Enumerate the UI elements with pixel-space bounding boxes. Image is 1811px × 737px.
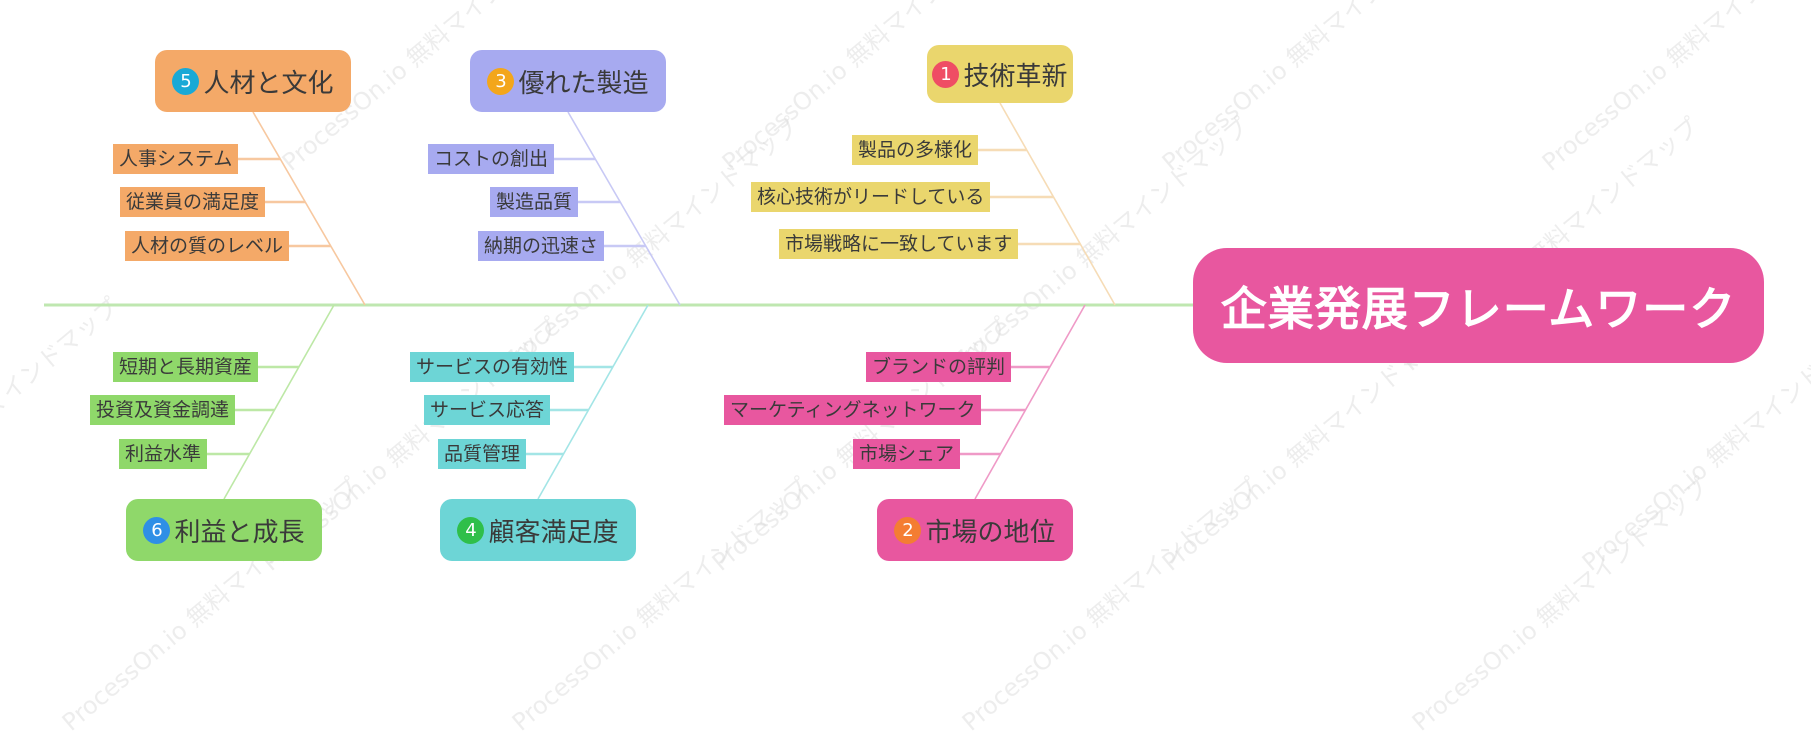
category-node-1[interactable]: 1 技術革新 (927, 45, 1073, 103)
category-node-4[interactable]: 4 顧客満足度 (440, 499, 636, 561)
sub-item-5-1[interactable]: 人事システム (113, 144, 239, 174)
head-node[interactable]: 企業発展フレームワーク (1193, 248, 1764, 363)
bone-line-3 (567, 111, 681, 306)
bone-line-4 (537, 304, 649, 500)
sub-item-5-2[interactable]: 従業員の満足度 (120, 187, 266, 217)
connector-lines (44, 102, 1195, 500)
sub-item-1-2[interactable]: 核心技術がリードしている (751, 182, 991, 212)
category-node-6[interactable]: 6 利益と成長 (126, 499, 322, 561)
badge-number-4: 4 (457, 516, 485, 544)
badge-number-3: 3 (487, 67, 515, 95)
sub-item-5-3[interactable]: 人材の質のレベル (125, 231, 290, 261)
bone-line-1 (999, 102, 1116, 306)
sub-item-4-1[interactable]: サービスの有効性 (410, 352, 575, 382)
sub-item-2-3[interactable]: 市場シェア (853, 439, 961, 469)
category-label-6: 利益と成長 (174, 517, 305, 548)
badge-number-6: 6 (143, 516, 171, 544)
sub-item-6-1[interactable]: 短期と長期資産 (113, 352, 259, 382)
sub-item-6-2[interactable]: 投資及資金調達 (90, 395, 236, 425)
category-label-4: 顧客満足度 (488, 517, 619, 548)
category-node-3[interactable]: 3 優れた製造 (470, 50, 666, 112)
badge-number-5: 5 (172, 67, 200, 95)
badge-number-2: 2 (894, 516, 922, 544)
badge-number-1: 1 (932, 60, 960, 88)
category-label-1: 技術革新 (963, 61, 1068, 92)
category-label-2: 市場の地位 (925, 517, 1056, 548)
bone-line-2 (974, 304, 1086, 500)
sub-item-6-3[interactable]: 利益水準 (119, 439, 208, 469)
category-label-3: 優れた製造 (518, 68, 649, 99)
bone-line-5 (252, 111, 366, 306)
sub-item-1-1[interactable]: 製品の多様化 (852, 135, 979, 165)
sub-item-3-3[interactable]: 納期の迅速さ (478, 231, 605, 261)
sub-item-1-3[interactable]: 市場戦略に一致しています (779, 229, 1019, 259)
sub-item-2-2[interactable]: マーケティングネットワーク (724, 395, 982, 425)
sub-item-2-1[interactable]: ブランドの評判 (866, 352, 1012, 382)
sub-item-4-2[interactable]: サービス応答 (424, 395, 551, 425)
category-node-2[interactable]: 2 市場の地位 (877, 499, 1073, 561)
bone-line-6 (223, 304, 335, 500)
sub-item-4-3[interactable]: 品質管理 (438, 439, 527, 469)
category-label-5: 人材と文化 (203, 68, 334, 99)
category-node-5[interactable]: 5 人材と文化 (155, 50, 351, 112)
sub-item-3-2[interactable]: 製造品質 (490, 187, 579, 217)
sub-item-3-1[interactable]: コストの創出 (428, 144, 555, 174)
